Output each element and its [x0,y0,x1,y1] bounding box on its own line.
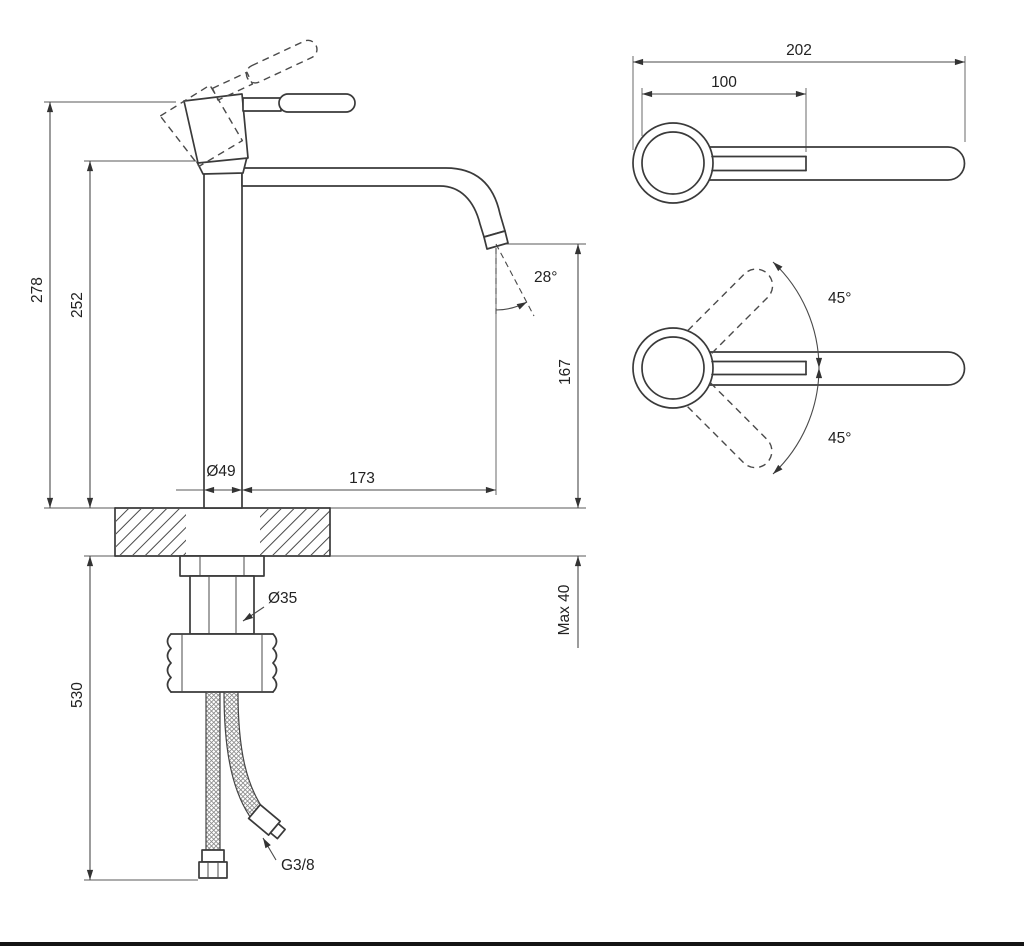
hose-straight [205,691,221,851]
handle-grip [278,93,356,113]
handle-hub-outer [632,122,714,204]
bottom-edge-artifact [0,942,1024,946]
swing-lever-down-dashed [686,382,773,469]
max-thickness-label: Max 40 [556,584,573,635]
handle-lever-slot [711,155,807,172]
under-counter-assembly [166,555,278,693]
faucet-body [203,171,243,509]
dimension-overall-length: 202 [633,42,965,66]
top-view-swing: 45° 45° [632,261,966,475]
body-height-label: 252 [69,292,86,318]
swing-angle-down-label: 45° [828,430,851,447]
swing-lever-slot [711,360,807,376]
threaded-shank [189,575,255,635]
swing-lever-up-dashed [687,268,774,355]
handle-hub-inner [641,131,705,195]
spout-reach-label: 173 [349,470,375,487]
handle-cartridge [183,93,249,164]
faucet-handle [183,93,356,175]
countertop-hatch-right [260,509,330,555]
dimension-body-height: 252 [69,161,94,508]
dimension-spout-reach: 173 [242,470,496,494]
outlet-height-label: 167 [557,359,574,385]
lever-length-label: 100 [711,74,737,91]
front-view: G3/8 28° [29,39,586,881]
hose-end-sleeve [201,849,225,863]
knurled-mounting-nut [166,633,278,693]
dimension-max-thickness: Max 40 [330,555,586,648]
dimension-lever-length: 100 [642,74,806,98]
spout-aerator [483,230,509,250]
dimension-body-diameter: Ø49 [204,463,242,494]
swing-hub-inner [641,336,705,400]
swing-arc [772,261,823,475]
spout-angle-indication: 28° [495,243,557,318]
swing-lever [709,351,966,386]
hose-connection-label: G3/8 [281,857,315,874]
total-height-label: 278 [29,277,46,303]
swing-angle-up-label: 45° [828,290,851,307]
hose-curved [223,691,265,822]
hose-end-nut [198,861,228,879]
top-view-handle: 202 100 [632,42,966,204]
body-diameter-label: Ø49 [206,463,235,480]
dimension-below-depth: 530 [69,556,94,880]
spout-angle-label: 28° [534,269,557,286]
overall-length-label: 202 [786,42,812,59]
countertop [114,507,331,557]
supply-hoses: G3/8 [198,691,315,879]
shank-diameter-label: Ø35 [268,590,297,607]
below-depth-label: 530 [69,682,86,708]
hose-curved-fitting [247,803,286,840]
dimension-outlet-height: 167 [557,244,582,508]
handle-rod [242,97,282,112]
dimension-shank-diameter: Ø35 [242,590,297,622]
extension-lines [44,101,586,881]
countertop-hatch-left [116,509,186,555]
faucet-spout [241,167,509,250]
locking-nut [179,555,265,577]
dimension-total-height: 278 [29,102,54,508]
swing-hub-outer [632,327,714,409]
faucet-handle-raised [159,39,318,167]
handle-lever-top [709,146,966,181]
